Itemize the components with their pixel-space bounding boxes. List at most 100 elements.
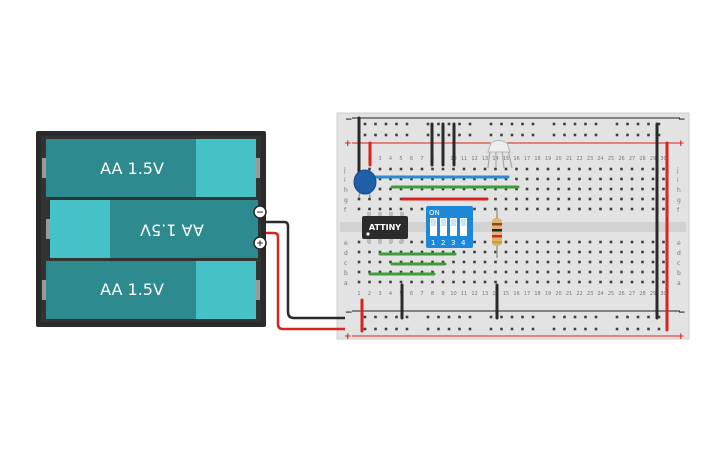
breadboard-hole[interactable] <box>521 315 524 319</box>
breadboard-hole[interactable] <box>578 197 581 201</box>
breadboard-hole[interactable] <box>657 133 661 137</box>
breadboard-hole[interactable] <box>567 177 571 181</box>
breadboard-hole[interactable] <box>546 240 550 244</box>
breadboard-hole[interactable] <box>599 167 602 171</box>
breadboard-hole[interactable] <box>647 315 650 319</box>
breadboard-hole[interactable] <box>389 270 392 274</box>
breadboard-hole[interactable] <box>462 250 466 254</box>
breadboard-hole[interactable] <box>410 250 413 254</box>
breadboard-hole[interactable] <box>489 133 493 137</box>
breadboard-hole[interactable] <box>483 280 487 284</box>
breadboard-hole[interactable] <box>641 207 644 211</box>
breadboard-hole[interactable] <box>441 260 445 264</box>
breadboard-hole[interactable] <box>636 327 640 331</box>
breadboard-hole[interactable] <box>657 122 661 126</box>
breadboard-hole[interactable] <box>452 167 455 171</box>
breadboard-hole[interactable] <box>441 177 445 181</box>
breadboard-hole[interactable] <box>420 270 424 274</box>
attiny-chip[interactable]: ATTINY <box>362 212 408 243</box>
breadboard-hole[interactable] <box>578 177 581 181</box>
breadboard-hole[interactable] <box>563 133 566 137</box>
breadboard-hole[interactable] <box>609 280 613 284</box>
breadboard-hole[interactable] <box>458 133 461 137</box>
breadboard-hole[interactable] <box>504 187 508 191</box>
breadboard-hole[interactable] <box>563 327 566 331</box>
breadboard-hole[interactable] <box>378 207 382 211</box>
breadboard-hole[interactable] <box>615 133 619 137</box>
breadboard-hole[interactable] <box>458 327 461 331</box>
breadboard-hole[interactable] <box>588 280 592 284</box>
breadboard-hole[interactable] <box>567 270 571 274</box>
breadboard-hole[interactable] <box>578 280 581 284</box>
breadboard-hole[interactable] <box>567 197 571 201</box>
breadboard-hole[interactable] <box>494 187 497 191</box>
breadboard-hole[interactable] <box>662 187 665 191</box>
breadboard-hole[interactable] <box>357 250 361 254</box>
breadboard-hole[interactable] <box>531 133 535 137</box>
breadboard-hole[interactable] <box>515 207 518 211</box>
breadboard-hole[interactable] <box>626 327 629 331</box>
breadboard-hole[interactable] <box>374 133 377 137</box>
breadboard-hole[interactable] <box>557 167 560 171</box>
breadboard-hole[interactable] <box>651 187 655 191</box>
breadboard-hole[interactable] <box>363 122 367 126</box>
breadboard-hole[interactable] <box>615 122 619 126</box>
breadboard-hole[interactable] <box>357 197 361 201</box>
breadboard-hole[interactable] <box>489 122 493 126</box>
breadboard-hole[interactable] <box>620 207 623 211</box>
breadboard-hole[interactable] <box>468 327 472 331</box>
breadboard-hole[interactable] <box>599 270 602 274</box>
breadboard-hole[interactable] <box>552 327 556 331</box>
breadboard-hole[interactable] <box>536 197 539 201</box>
dip-switch-toggle[interactable] <box>450 218 457 236</box>
breadboard-hole[interactable] <box>525 280 529 284</box>
breadboard-hole[interactable] <box>536 270 539 274</box>
breadboard-hole[interactable] <box>510 122 514 126</box>
breadboard-hole[interactable] <box>357 280 361 284</box>
breadboard-hole[interactable] <box>546 250 550 254</box>
breadboard-hole[interactable] <box>525 187 529 191</box>
breadboard-hole[interactable] <box>584 327 587 331</box>
breadboard-hole[interactable] <box>458 122 461 126</box>
breadboard-hole[interactable] <box>531 327 535 331</box>
breadboard-hole[interactable] <box>630 177 634 181</box>
breadboard-hole[interactable] <box>626 315 629 319</box>
resistor[interactable] <box>492 208 502 258</box>
breadboard-hole[interactable] <box>552 122 556 126</box>
breadboard-hole[interactable] <box>452 187 455 191</box>
breadboard-hole[interactable] <box>504 250 508 254</box>
battery-cell-top[interactable]: AA 1.5V <box>42 139 260 197</box>
dip-switch[interactable]: ON 1 2 3 4 <box>426 206 473 248</box>
battery-cell-middle[interactable]: AA 1.5V <box>46 200 258 258</box>
breadboard-hole[interactable] <box>594 315 598 319</box>
breadboard-hole[interactable] <box>483 270 487 274</box>
breadboard-hole[interactable] <box>504 207 508 211</box>
breadboard-hole[interactable] <box>378 280 382 284</box>
breadboard-hole[interactable] <box>473 207 476 211</box>
breadboard-hole[interactable] <box>567 187 571 191</box>
breadboard-hole[interactable] <box>641 260 644 264</box>
breadboard-hole[interactable] <box>483 260 487 264</box>
breadboard-hole[interactable] <box>567 207 571 211</box>
breadboard-hole[interactable] <box>473 177 476 181</box>
breadboard-hole[interactable] <box>525 250 529 254</box>
breadboard-hole[interactable] <box>573 327 577 331</box>
breadboard-hole[interactable] <box>609 260 613 264</box>
breadboard-hole[interactable] <box>630 240 634 244</box>
breadboard-hole[interactable] <box>500 315 503 319</box>
breadboard-hole[interactable] <box>452 280 455 284</box>
breadboard-hole[interactable] <box>536 167 539 171</box>
breadboard-hole[interactable] <box>578 240 581 244</box>
breadboard-hole[interactable] <box>536 280 539 284</box>
breadboard-hole[interactable] <box>599 250 602 254</box>
breadboard-hole[interactable] <box>431 270 434 274</box>
breadboard-hole[interactable] <box>525 177 529 181</box>
breadboard-hole[interactable] <box>546 187 550 191</box>
breadboard-hole[interactable] <box>578 167 581 171</box>
breadboard-hole[interactable] <box>368 207 371 211</box>
breadboard-hole[interactable] <box>641 177 644 181</box>
breadboard-hole[interactable] <box>378 197 382 201</box>
breadboard-hole[interactable] <box>410 167 413 171</box>
breadboard-hole[interactable] <box>641 167 644 171</box>
breadboard-hole[interactable] <box>557 280 560 284</box>
